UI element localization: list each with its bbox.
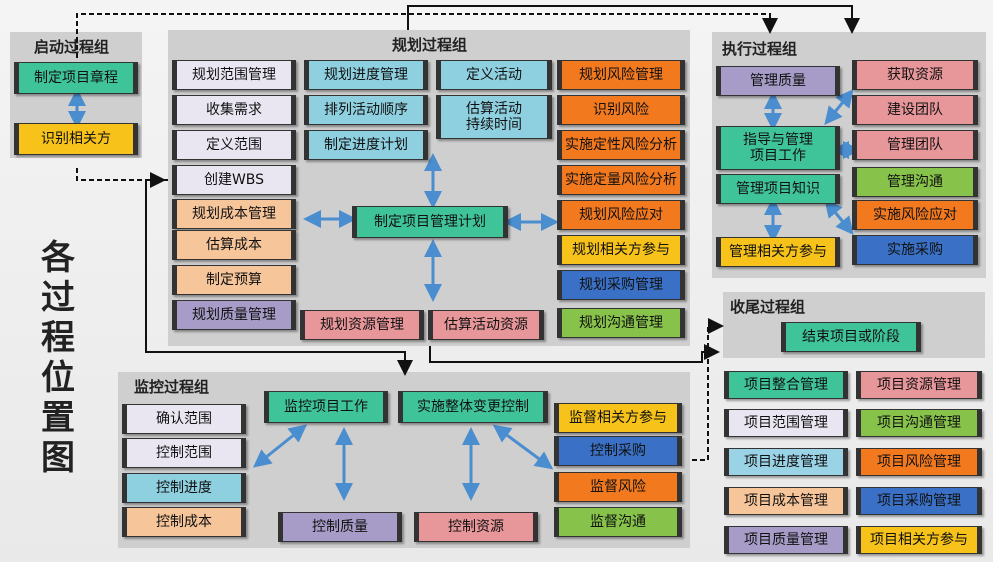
process-box: 制定预算 (172, 265, 296, 295)
process-box: 监督沟通 (554, 507, 682, 537)
legend-item: 项目资源管理 (856, 371, 982, 399)
process-box: 收集需求 (172, 95, 296, 125)
process-box: 制定进度计划 (304, 130, 428, 160)
process-box: 实施整体变更控制 (398, 391, 548, 423)
process-box: 建设团队 (852, 95, 978, 125)
process-box: 估算活动 持续时间 (436, 95, 552, 139)
planning-title: 规划过程组 (392, 36, 468, 54)
monitoring-title: 监控过程组 (134, 378, 210, 396)
process-box: 控制采购 (554, 436, 682, 466)
process-box: 实施采购 (852, 235, 978, 265)
process-box: 估算成本 (172, 230, 296, 260)
process-box: 管理项目知识 (716, 174, 840, 204)
initiating-title: 启动过程组 (34, 38, 110, 56)
process-box: 监督风险 (554, 472, 682, 502)
process-box: 控制范围 (122, 438, 246, 468)
process-box: 管理相关方参与 (716, 237, 840, 267)
legend-item: 项目沟通管理 (856, 409, 982, 437)
process-box: 规划质量管理 (172, 300, 296, 330)
process-box: 规划风险应对 (557, 200, 685, 230)
process-box: 定义活动 (436, 60, 552, 90)
process-box: 监控项目工作 (264, 391, 388, 423)
process-box: 控制资源 (414, 512, 538, 542)
process-box: 控制质量 (278, 512, 402, 542)
legend-item: 项目质量管理 (724, 526, 848, 554)
process-box: 管理沟通 (852, 167, 978, 197)
process-box: 定义范围 (172, 130, 296, 160)
process-box: 指导与管理 项目工作 (716, 126, 840, 170)
closing-title: 收尾过程组 (730, 298, 806, 316)
process-box: 实施定性风险分析 (557, 130, 685, 160)
process-box: 规划风险管理 (557, 60, 685, 90)
legend-item: 项目风险管理 (856, 448, 982, 476)
legend-item: 项目相关方参与 (856, 526, 982, 554)
process-box: 规划采购管理 (557, 270, 685, 300)
process-box: 实施风险应对 (852, 200, 978, 230)
process-box: 识别相关方 (14, 123, 138, 155)
process-box-center: 制定项目管理计划 (352, 206, 508, 238)
legend-item: 项目成本管理 (724, 487, 848, 515)
process-box: 实施定量风险分析 (557, 165, 685, 195)
process-box: 排列活动顺序 (304, 95, 428, 125)
process-box: 监督相关方参与 (554, 403, 682, 433)
legend-item: 项目进度管理 (724, 448, 848, 476)
process-box: 控制进度 (122, 473, 246, 503)
process-box: 估算活动资源 (428, 310, 544, 340)
process-box: 规划成本管理 (172, 199, 296, 229)
process-box: 控制成本 (122, 507, 246, 537)
process-box: 结束项目或阶段 (781, 322, 921, 352)
side-title: 各 过 程 位 置 图 (41, 238, 75, 478)
legend-item: 项目整合管理 (724, 371, 848, 399)
process-box: 规划资源管理 (300, 310, 424, 340)
process-box: 规划进度管理 (304, 60, 428, 90)
legend-item: 项目范围管理 (724, 409, 848, 437)
process-box: 制定项目章程 (14, 62, 138, 94)
process-box: 确认范围 (122, 404, 246, 434)
process-box: 规划范围管理 (172, 60, 296, 90)
process-box: 规划沟通管理 (557, 308, 685, 338)
process-box: 创建WBS (172, 165, 296, 195)
executing-title: 执行过程组 (722, 40, 798, 58)
process-box: 管理质量 (716, 66, 840, 96)
process-box: 规划相关方参与 (557, 235, 685, 265)
process-box: 管理团队 (852, 130, 978, 160)
process-box: 识别风险 (557, 95, 685, 125)
process-box: 获取资源 (852, 60, 978, 90)
legend-item: 项目采购管理 (856, 487, 982, 515)
